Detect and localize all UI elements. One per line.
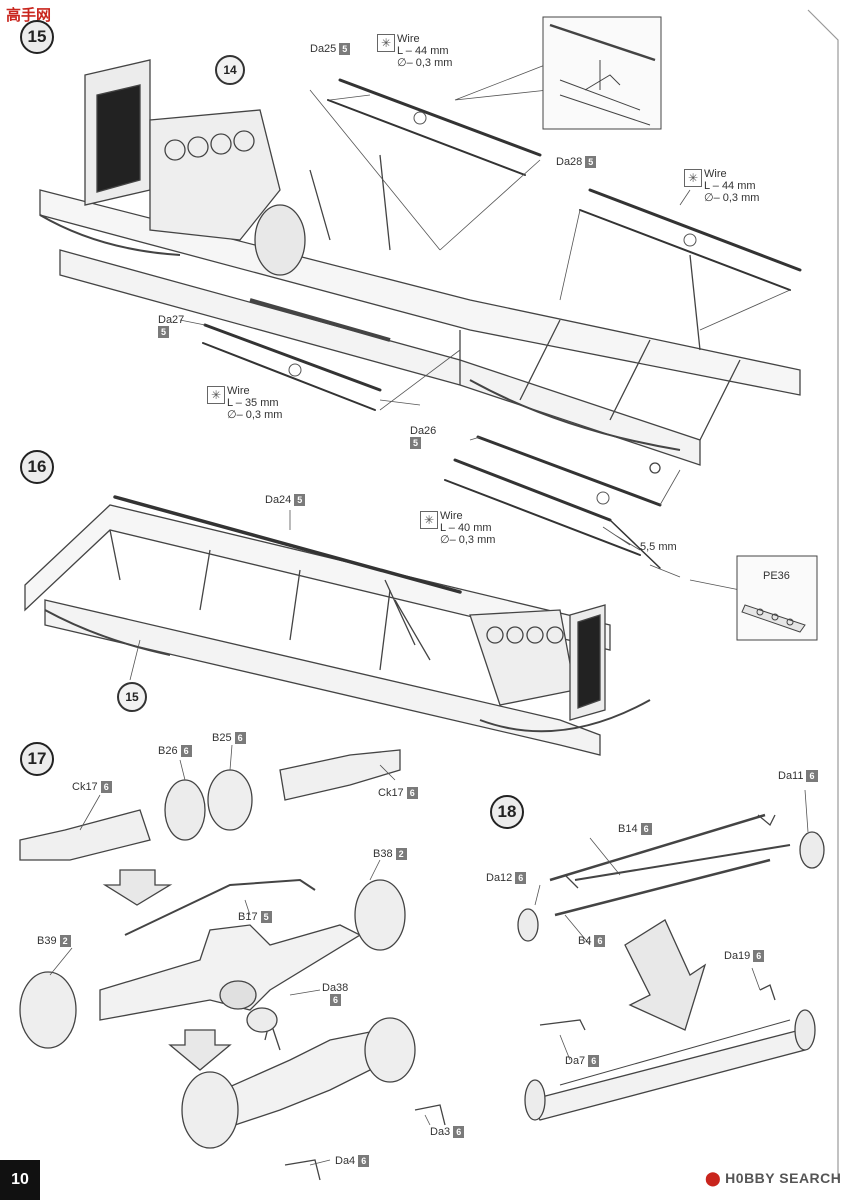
sprue-tag: 2	[395, 848, 407, 861]
wire-callout-4: ✳ Wire L – 40 mm ∅– 0,3 mm	[420, 510, 495, 546]
page-number: 10	[0, 1160, 40, 1200]
pe36-inset	[736, 555, 818, 641]
step-number-15: 15	[20, 20, 54, 54]
sprue-tag: 6	[515, 872, 527, 885]
sprue-tag: 5	[158, 326, 170, 339]
sprue-tag: 5	[294, 494, 306, 507]
sprue-tag: 5	[339, 43, 351, 56]
step16-chassis-drawing	[24, 504, 651, 756]
step18-leaders	[534, 789, 809, 1061]
sprue-tag: 6	[640, 823, 652, 836]
step15-leaders	[179, 64, 791, 506]
hobby-search-logo-icon: ⬤	[705, 1170, 722, 1186]
step15-chassis-drawing	[39, 59, 801, 474]
sprue-tag: 6	[594, 935, 606, 948]
step-number-18: 18	[490, 795, 524, 829]
step15-rods	[202, 78, 802, 507]
step18-axle-drawing	[517, 813, 825, 1121]
cut-wire-icon: ✳	[377, 34, 395, 52]
dimension-line	[602, 526, 741, 591]
part-label-pe36: PE36	[763, 570, 790, 582]
watermark-text: H0BBY SEARCH	[725, 1170, 842, 1186]
sprue-tag: 2	[59, 935, 71, 948]
sprue-tag: 6	[588, 1055, 600, 1068]
sprue-tag: 6	[100, 781, 112, 794]
rotate-icons	[288, 111, 697, 505]
wire-callout-3: ✳ Wire L – 35 mm ∅– 0,3 mm	[207, 385, 282, 421]
step-number-17: 17	[20, 742, 54, 776]
sprue-tag: 6	[330, 994, 342, 1007]
ref-step-14: 14	[215, 55, 245, 85]
sprue-tag: 6	[180, 745, 192, 758]
sprue-tag: 6	[753, 950, 765, 963]
watermark: ⬤H0BBY SEARCH	[705, 1170, 841, 1187]
sprue-tag: 6	[358, 1155, 370, 1168]
sprue-tag: 6	[453, 1126, 465, 1139]
dimension-label: 5,5 mm	[640, 541, 677, 553]
sprue-tag: 6	[234, 732, 246, 745]
wire-callout-2: ✳ Wire L – 44 mm ∅– 0,3 mm	[684, 168, 759, 204]
sprue-tag: 6	[806, 770, 818, 783]
step17-axle-drawing	[19, 749, 446, 1181]
step-number-16: 16	[20, 450, 54, 484]
cut-wire-icon: ✳	[420, 511, 438, 529]
sprue-tag: 5	[410, 437, 422, 450]
sprue-tag: 6	[406, 787, 418, 800]
sprue-tag: 5	[585, 156, 597, 169]
cut-wire-icon: ✳	[207, 386, 225, 404]
sprue-tag: 5	[260, 911, 272, 924]
rod-da24	[113, 495, 462, 594]
site-logo: 高手网	[6, 7, 52, 24]
step17-leaders	[49, 744, 431, 1166]
cut-wire-icon: ✳	[684, 169, 702, 187]
wire-callout-1: ✳ Wire L – 44 mm ∅– 0,3 mm	[377, 33, 452, 69]
ref-step-15: 15	[117, 682, 147, 712]
step15-zoom-inset	[542, 16, 662, 130]
